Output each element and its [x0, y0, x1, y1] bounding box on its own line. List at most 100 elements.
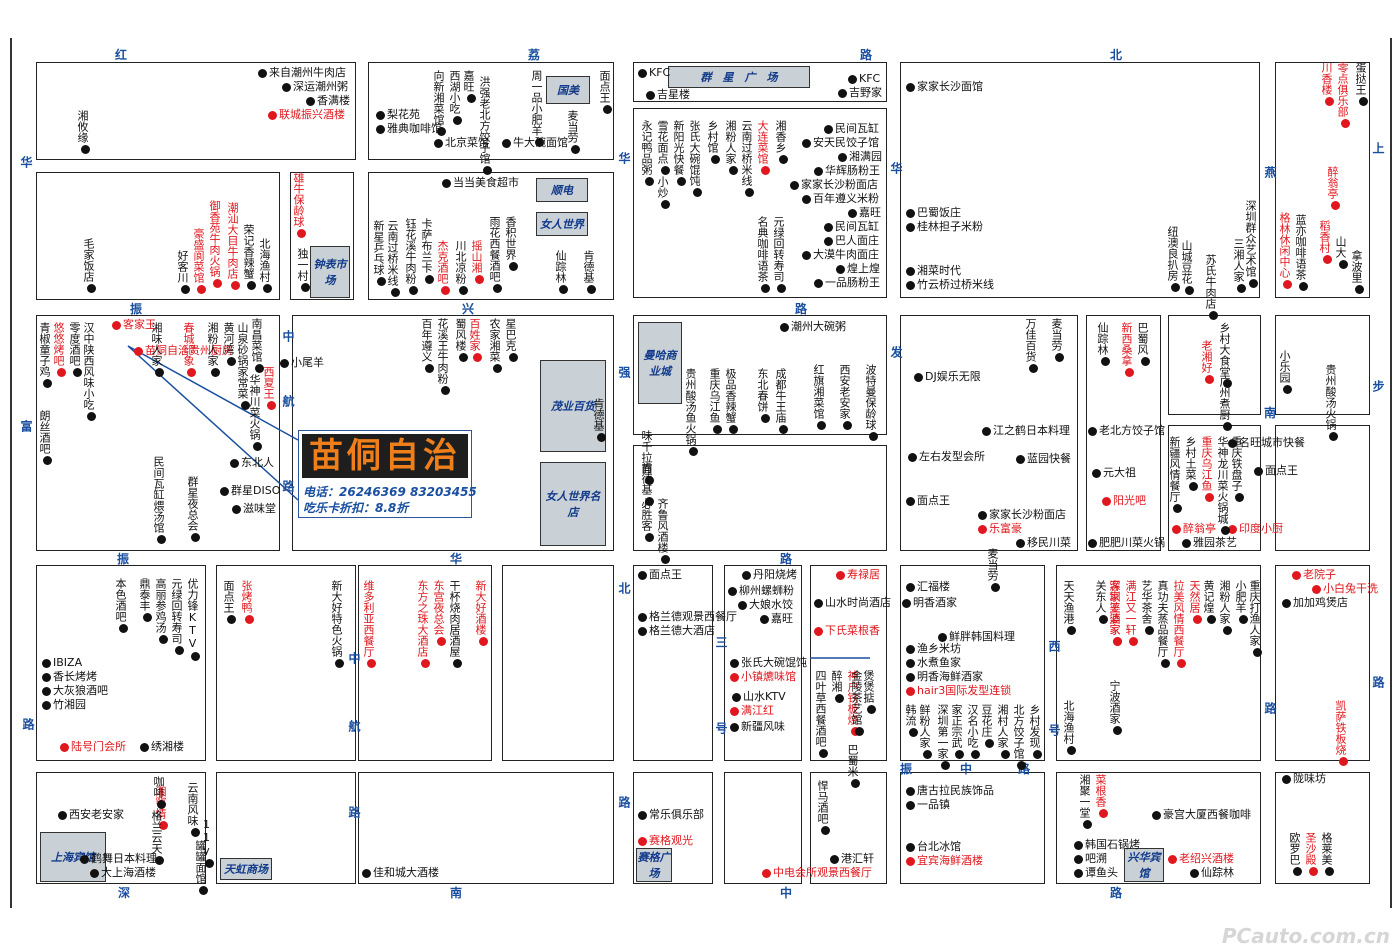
poi-v-21[interactable]: 杰克酒吧 [436, 240, 450, 295]
poi-0[interactable]: 来自潮州牛肉店 [256, 66, 346, 79]
poi-v-85[interactable]: 红旗湘菜馆 [812, 364, 826, 430]
poi-v-121[interactable]: 煲煲掂 [862, 670, 876, 714]
poi-v-143[interactable]: 湘粉人家 [1218, 580, 1232, 635]
poi-53[interactable]: 格兰德观景西餐厅 [636, 610, 737, 623]
poi-v-70[interactable]: 花溪王牛肉粉 [436, 318, 450, 395]
poi-v-144[interactable]: 小肥羊 [1234, 580, 1248, 624]
poi-82[interactable]: 绣湘楼 [138, 740, 184, 753]
poi-90[interactable]: 中电会所观景西餐厅 [760, 866, 872, 879]
poi-v-139[interactable]: 真功夫蒸品餐厅 [1156, 580, 1170, 668]
poi-92[interactable]: 一品镇 [904, 798, 950, 811]
poi-v-50[interactable]: 川香楼 [1320, 62, 1334, 106]
poi-v-5[interactable]: 周一品小肥羊 [530, 70, 544, 147]
poi-25[interactable]: 巴蜀饭庄 [904, 206, 961, 219]
poi-v-2[interactable]: 西湖小吃 [448, 70, 462, 125]
poi-v-98[interactable]: 新疆风情餐厅 [1168, 436, 1182, 513]
poi-v-81[interactable]: 重庆乌江鱼 [708, 368, 722, 434]
poi-14[interactable]: 安天民饺子馆 [800, 136, 879, 149]
poi-v-33[interactable]: 乡村馆 [706, 120, 720, 164]
poi-v-76[interactable]: 味千拉面 [640, 430, 654, 485]
poi-v-60[interactable]: 湘粉人家 [206, 322, 220, 377]
poi-v-86[interactable]: 西安老安家 [838, 364, 852, 430]
poi-v-73[interactable]: 农家湘菜 [488, 318, 502, 373]
poi-v-156[interactable]: 菜根香 [1094, 774, 1108, 818]
poi-v-49[interactable]: 拿波里 [1350, 250, 1364, 294]
poi-67[interactable]: 汇福楼 [904, 580, 950, 593]
poi-4[interactable]: 梨花苑 [374, 108, 420, 121]
poi-62[interactable]: 满江红 [728, 704, 774, 717]
poi-v-25[interactable]: 香积世界 [504, 216, 518, 271]
poi-87[interactable]: 常乐俱乐部 [636, 808, 704, 821]
poi-v-131[interactable]: 乡村发现 [1028, 704, 1042, 759]
poi-v-120[interactable]: 金陵茶艺馆 [850, 670, 864, 736]
poi-v-100[interactable]: 重庆乌江鱼 [1200, 436, 1214, 502]
poi-v-152[interactable]: 格兰云天 [150, 810, 164, 865]
poi-51[interactable]: 滋味堂 [230, 502, 276, 515]
poi-v-28[interactable]: 永记鸭品粥 [640, 120, 654, 186]
poi-v-151[interactable]: 咖啡 [152, 776, 166, 809]
poi-95[interactable]: 韩国石锅烤 [1072, 838, 1140, 851]
poi-v-132[interactable]: 天天渔港 [1062, 580, 1076, 635]
poi-20[interactable]: 民间瓦缸 [822, 220, 879, 233]
poi-v-23[interactable]: 摇山湘 [470, 240, 484, 284]
poi-55[interactable]: 丹阳烧烤 [740, 568, 797, 581]
poi-54[interactable]: 格兰德大酒店 [636, 624, 715, 637]
poi-v-61[interactable]: 黄河湾 [222, 322, 236, 366]
poi-15[interactable]: 湘满园 [836, 150, 882, 163]
poi-v-91[interactable]: 新西桑拿 [1120, 322, 1134, 377]
poi-59[interactable]: 张氏大碗馄饨 [728, 656, 807, 669]
poi-v-116[interactable]: 干杯烧肉居酒屋 [448, 580, 462, 668]
poi-11[interactable]: 吉野家 [836, 86, 882, 99]
poi-v-11[interactable]: 御香苑牛肉火锅 [208, 200, 222, 288]
poi-v-10[interactable]: 豪盛阆菜馆 [192, 228, 206, 294]
poi-v-142[interactable]: 黄记煌 [1202, 580, 1216, 624]
poi-60[interactable]: 小镇爊味馆 [728, 670, 796, 683]
poi-v-106[interactable]: 高丽参鸡汤 [154, 578, 168, 644]
poi-v-104[interactable]: 本色酒吧 [114, 578, 128, 633]
poi-5[interactable]: 雅典咖啡馆 [374, 122, 442, 135]
poi-23[interactable]: 煌上煌 [834, 262, 880, 275]
poi-102[interactable]: 苗侗自治贵州厨房 [132, 344, 233, 357]
poi-v-19[interactable]: 钰花溪牛肉粉 [404, 218, 418, 295]
poi-v-97[interactable]: 贵州酸汤火锅 [1324, 364, 1338, 441]
poi-10[interactable]: KFC [846, 72, 880, 85]
poi-v-34[interactable]: 湘粉人家 [724, 120, 738, 175]
poi-v-0[interactable]: 湘攸缘 [76, 110, 90, 154]
poi-v-38[interactable]: 名典咖啡语茶 [756, 216, 770, 293]
poi-79[interactable]: 大灰狼酒吧 [40, 684, 108, 697]
poi-30[interactable]: 潮州大碗粥 [778, 320, 846, 333]
poi-80[interactable]: 竹湘园 [40, 698, 86, 711]
poi-6[interactable]: 北京菜馆 [432, 136, 489, 149]
poi-v-53[interactable]: 蛋挞王 [1354, 62, 1368, 106]
poi-v-59[interactable]: 春城印象 [182, 322, 196, 377]
poi-v-68[interactable]: 群星夜总会 [186, 476, 200, 542]
poi-v-96[interactable]: 小乐园 [1278, 350, 1292, 394]
poi-52[interactable]: 面点王 [636, 568, 682, 581]
poi-v-24[interactable]: 雨花西餐酒吧 [488, 216, 502, 293]
poi-86[interactable]: 佳和城大酒楼 [360, 866, 439, 879]
poi-v-153[interactable]: 罐罐面馆 [194, 840, 208, 895]
poi-v-56[interactable]: 零度酒吧 [68, 322, 82, 377]
poi-73[interactable]: hair3国际发型连锁 [904, 684, 1011, 697]
poi-v-29[interactable]: 雪花面点 [656, 120, 670, 175]
poi-74[interactable]: 老院子 [1290, 568, 1336, 581]
poi-100[interactable]: 仙踪林 [1188, 866, 1234, 879]
poi-17[interactable]: 家家长沙粉面店 [788, 178, 878, 191]
poi-v-16[interactable]: 独一村 [296, 248, 310, 292]
poi-70[interactable]: 渔乡米坊 [904, 642, 961, 655]
poi-v-27[interactable]: 肯德基 [582, 250, 596, 294]
poi-v-37[interactable]: 湘香乡 [774, 120, 788, 164]
poi-24[interactable]: 一品肠粉王 [812, 276, 880, 289]
poi-v-35[interactable]: 云南过桥米线 [740, 120, 754, 197]
poi-v-40[interactable]: 纽澳良扒房 [1166, 226, 1180, 292]
poi-8[interactable]: KFC [636, 66, 670, 79]
poi-v-75[interactable]: 肯德基 [592, 398, 606, 442]
poi-v-123[interactable]: 韩流 [904, 704, 918, 737]
poi-v-102[interactable]: 重庆铁盘子 [1230, 436, 1244, 502]
poi-35[interactable]: 蓝园快餐 [1014, 452, 1071, 465]
poi-v-147[interactable]: 凯萨铁板烧 [1334, 700, 1348, 766]
poi-83[interactable]: 西安老安家 [56, 808, 124, 821]
poi-v-22[interactable]: 川北凉粉 [454, 240, 468, 295]
poi-88[interactable]: 赛格观光 [636, 834, 693, 847]
poi-v-124[interactable]: 鲜粉人家 [918, 704, 932, 759]
